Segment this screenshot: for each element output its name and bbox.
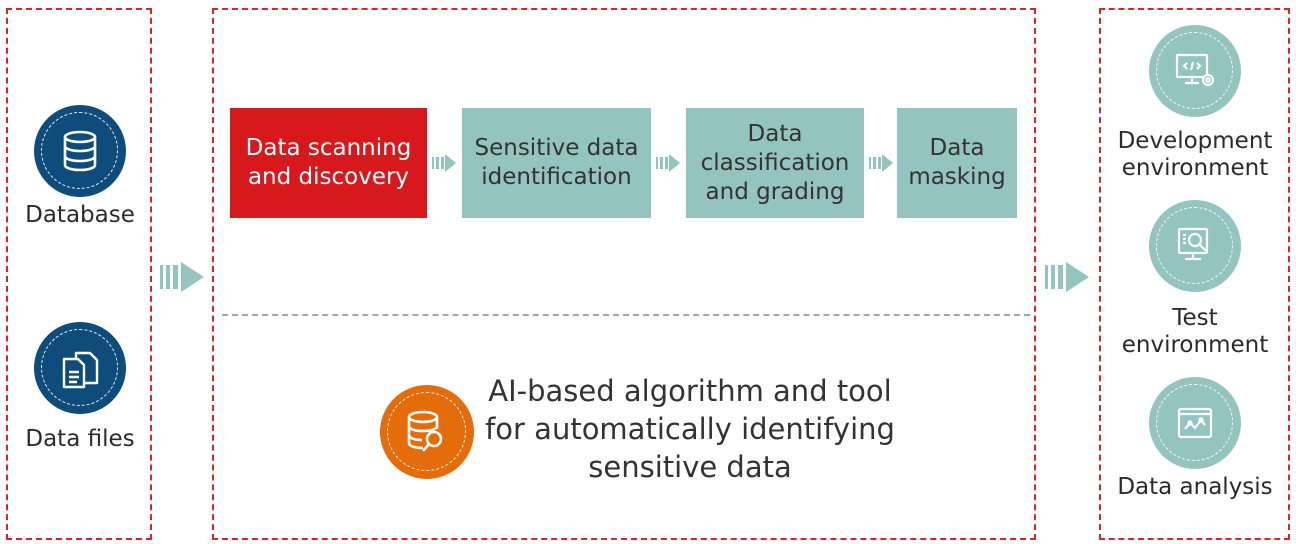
step-arrow-icon [656, 154, 680, 172]
monitor-search-icon [1149, 200, 1241, 292]
step-sensitive-identification: Sensitive data identification [462, 108, 651, 218]
step-data-scanning: Data scanning and discovery [230, 108, 427, 218]
step-arrow-icon [432, 154, 456, 172]
database-icon [34, 105, 126, 197]
flow-arrow-icon [160, 262, 204, 292]
step-classification-grading: Data classification and grading [686, 108, 864, 218]
flow-arrow-icon [1045, 262, 1089, 292]
source-label-data-files: Data files [25, 426, 135, 452]
sources-panel [6, 8, 152, 540]
section-divider [222, 314, 1030, 316]
target-label-analysis: Data analysis [1117, 474, 1273, 500]
source-label-database: Database [25, 202, 135, 228]
ai-tool-description: AI-based algorithm and tool for automati… [485, 374, 895, 484]
file-copy-icon [34, 322, 126, 414]
pipeline-panel [212, 8, 1036, 540]
analytics-chart-icon [1149, 377, 1241, 469]
target-label-development: Development environment [1117, 128, 1273, 181]
target-label-test: Test environment [1121, 305, 1269, 358]
monitor-code-icon [1149, 25, 1241, 117]
targets-panel [1099, 8, 1290, 540]
step-arrow-icon [869, 154, 893, 172]
database-search-icon [380, 385, 474, 479]
step-data-masking: Data masking [897, 108, 1017, 218]
